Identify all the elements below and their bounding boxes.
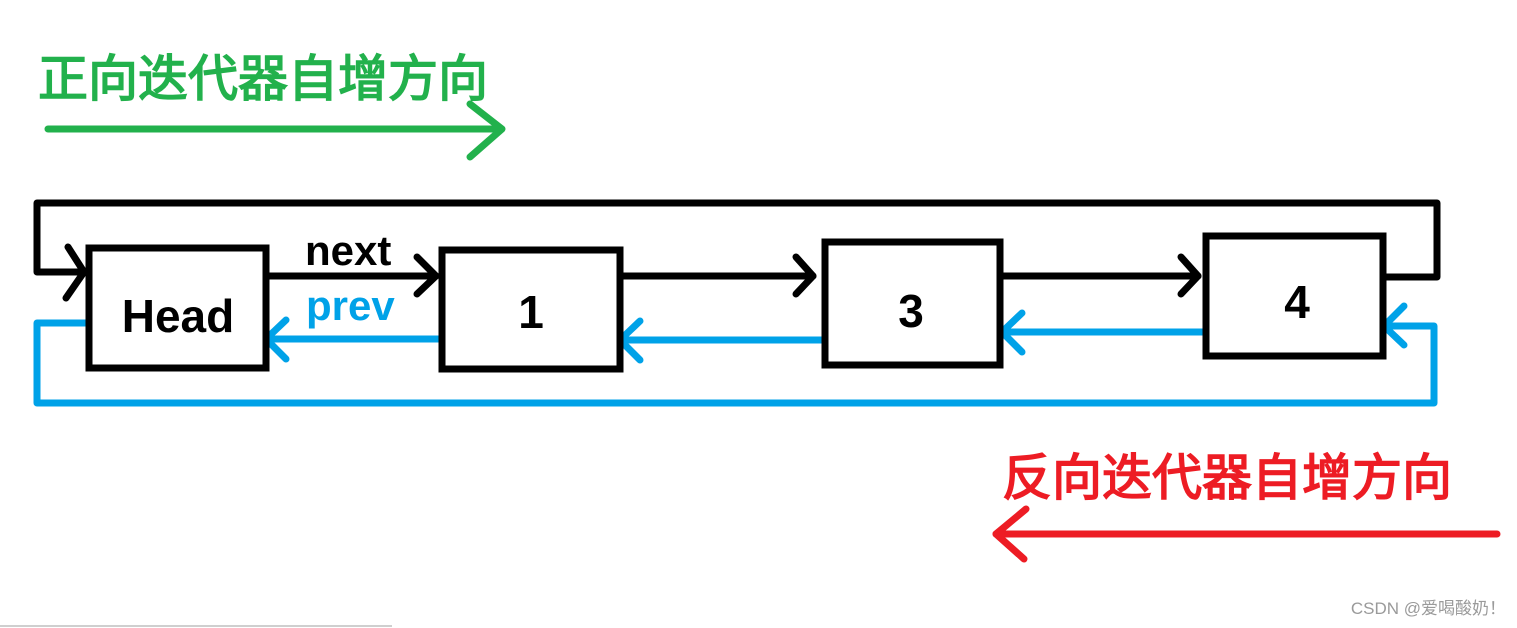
node-3: 3 — [821, 238, 1004, 369]
node-1-label: 1 — [518, 286, 544, 338]
node-head-label: Head — [122, 290, 234, 342]
reverse-direction-arrow — [992, 505, 1501, 563]
node-head: Head — [85, 244, 270, 372]
forward-direction-label: 正向迭代器自增方向 — [38, 50, 488, 108]
prev-link-4-3 — [998, 309, 1211, 356]
next-link-3-4 — [996, 253, 1202, 298]
reverse-direction-label: 反向迭代器自增方向 — [1002, 449, 1452, 507]
next-label: next — [305, 227, 391, 274]
node-3-label: 3 — [898, 285, 924, 337]
next-link-head-1 — [262, 253, 440, 298]
node-4: 4 — [1202, 232, 1387, 360]
next-link-1-3 — [617, 253, 817, 298]
next-wrap-link — [33, 199, 1441, 302]
forward-direction-arrow — [44, 100, 506, 161]
watermark: CSDN @爱喝酸奶！ — [1351, 599, 1506, 618]
node-4-label: 4 — [1284, 276, 1310, 328]
prev-label: prev — [306, 282, 395, 329]
prev-link-3-1 — [616, 317, 830, 364]
node-1: 1 — [438, 246, 624, 373]
